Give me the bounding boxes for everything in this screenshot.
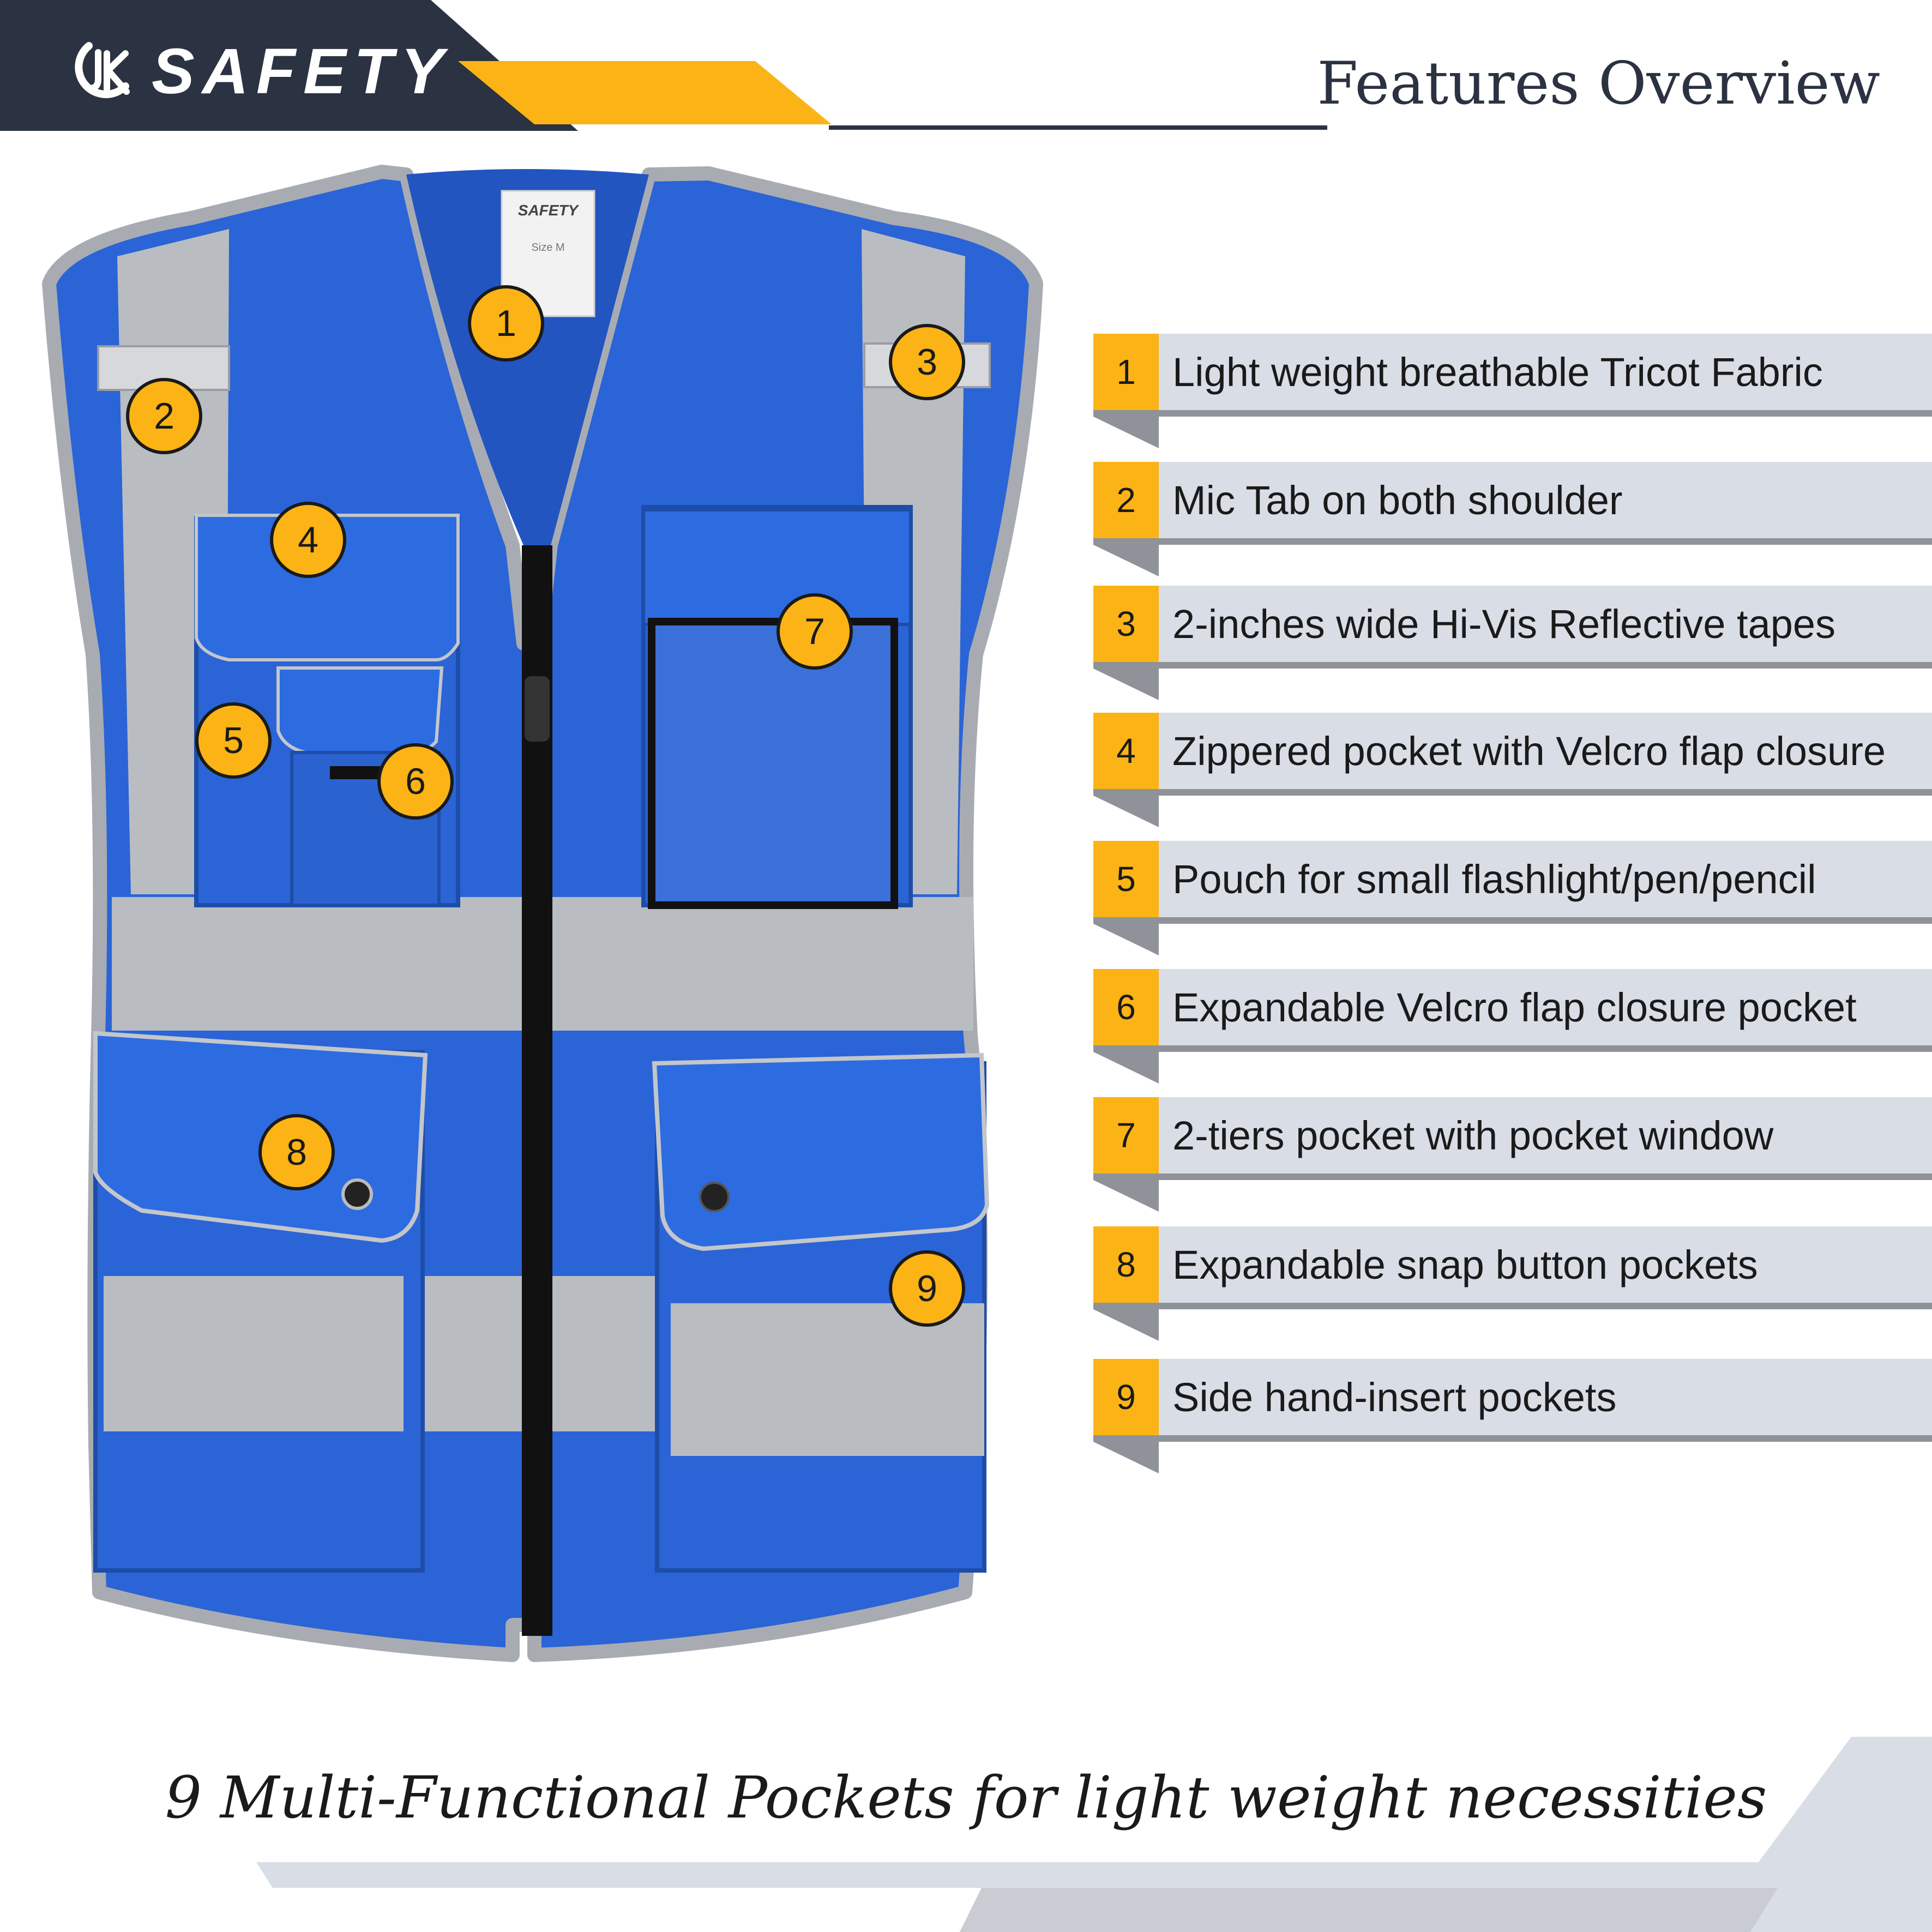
fold-shadow bbox=[1093, 1309, 1159, 1341]
fold-shadow bbox=[1093, 1180, 1159, 1212]
feature-item: 6 Expandable Velcro flap closure pocket bbox=[1093, 969, 1932, 1084]
marker-1: 1 bbox=[468, 285, 544, 362]
feature-text: 2-tiers pocket with pocket window bbox=[1172, 1112, 1774, 1158]
feature-number: 8 bbox=[1093, 1226, 1159, 1303]
lower-pocket-left-flap bbox=[93, 1031, 428, 1243]
chest-pocket-left-flap bbox=[195, 514, 460, 661]
pouch-tab bbox=[330, 766, 382, 779]
fold-shadow bbox=[1093, 545, 1159, 576]
title-underline bbox=[829, 125, 1327, 130]
feature-item: 1 Light weight breathable Tricot Fabric bbox=[1093, 334, 1932, 448]
neck-label-brand: SAFETY bbox=[518, 202, 580, 219]
snap-button-right bbox=[699, 1182, 730, 1212]
feature-item: 5 Pouch for small flashlight/pen/pencil bbox=[1093, 841, 1932, 955]
feature-item: 2 Mic Tab on both shoulder bbox=[1093, 462, 1932, 576]
footer-decoration bbox=[256, 1737, 1932, 1932]
feature-number: 3 bbox=[1093, 586, 1159, 662]
feature-number: 1 bbox=[1093, 334, 1159, 410]
logo-mark-icon bbox=[75, 42, 130, 98]
neck-label-size: Size M bbox=[531, 242, 564, 254]
marker-8: 8 bbox=[258, 1114, 335, 1190]
fold-shadow bbox=[1093, 796, 1159, 827]
feature-number: 6 bbox=[1093, 969, 1159, 1045]
id-pocket-window bbox=[648, 618, 898, 909]
marker-4: 4 bbox=[270, 502, 346, 578]
feature-text: Mic Tab on both shoulder bbox=[1172, 477, 1623, 523]
marker-5: 5 bbox=[195, 702, 272, 779]
lower-pocket-right-tape bbox=[671, 1303, 984, 1456]
brand-name: SAFETY bbox=[152, 35, 452, 107]
marker-3: 3 bbox=[889, 324, 965, 400]
fold-shadow bbox=[1093, 669, 1159, 700]
feature-item: 9 Side hand-insert pockets bbox=[1093, 1359, 1932, 1473]
header-banner bbox=[0, 0, 832, 131]
marker-6: 6 bbox=[377, 743, 454, 820]
feature-item: 4 Zippered pocket with Velcro flap closu… bbox=[1093, 713, 1932, 827]
brand-logo: SAFETY bbox=[64, 39, 452, 104]
feature-text: 2-inches wide Hi-Vis Reflective tapes bbox=[1172, 601, 1836, 647]
chest-pocket-right-flap bbox=[642, 508, 912, 626]
feature-text: Expandable Velcro flap closure pocket bbox=[1172, 984, 1857, 1030]
pencil-pouch-flap bbox=[276, 666, 444, 754]
feature-item: 7 2-tiers pocket with pocket window bbox=[1093, 1097, 1932, 1212]
feature-text: Light weight breathable Tricot Fabric bbox=[1172, 349, 1823, 395]
fold-shadow bbox=[1093, 1442, 1159, 1473]
fold-shadow bbox=[1093, 924, 1159, 955]
feature-number: 9 bbox=[1093, 1359, 1159, 1435]
zipper-pull bbox=[525, 676, 550, 742]
feature-text: Expandable snap button pockets bbox=[1172, 1242, 1758, 1287]
feature-number: 7 bbox=[1093, 1097, 1159, 1173]
feature-text: Pouch for small flashlight/pen/pencil bbox=[1172, 856, 1816, 902]
feature-number: 4 bbox=[1093, 713, 1159, 789]
feature-item: 3 2-inches wide Hi-Vis Reflective tapes bbox=[1093, 586, 1932, 700]
feature-item: 8 Expandable snap button pockets bbox=[1093, 1226, 1932, 1341]
fold-shadow bbox=[1093, 417, 1159, 448]
feature-number: 2 bbox=[1093, 462, 1159, 538]
tagline: 9 Multi-Functional Pockets for light wei… bbox=[165, 1764, 1767, 1831]
page-title: Features Overview bbox=[1317, 50, 1880, 118]
feature-text: Side hand-insert pockets bbox=[1172, 1374, 1617, 1420]
marker-2: 2 bbox=[126, 378, 202, 454]
fold-shadow bbox=[1093, 1052, 1159, 1084]
lower-pocket-right-flap bbox=[652, 1052, 990, 1251]
marker-9: 9 bbox=[889, 1250, 965, 1327]
feature-text: Zippered pocket with Velcro flap closure bbox=[1172, 728, 1886, 774]
lower-pocket-left-tape bbox=[104, 1276, 404, 1431]
snap-button-left bbox=[341, 1178, 373, 1210]
marker-7: 7 bbox=[777, 593, 853, 670]
feature-number: 5 bbox=[1093, 841, 1159, 917]
